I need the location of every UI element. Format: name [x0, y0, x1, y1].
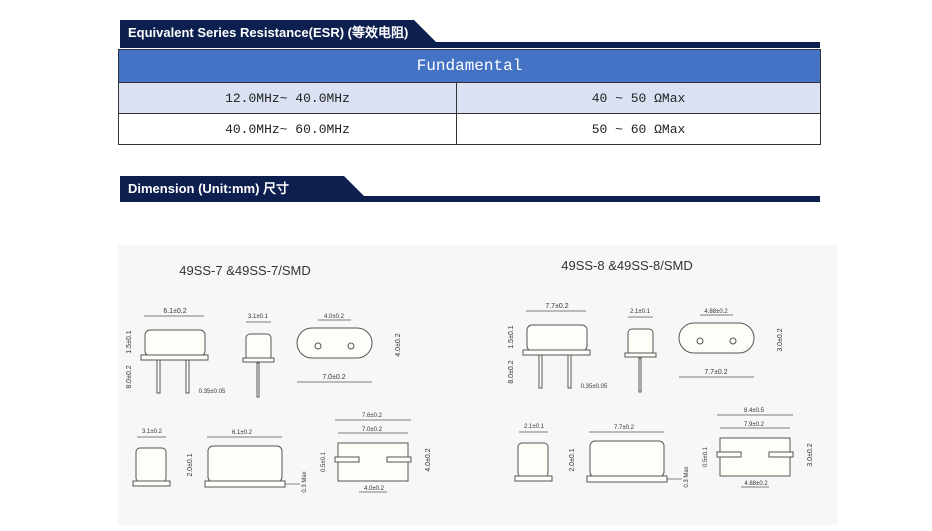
dimension-label: 0.3 Max: [684, 466, 690, 487]
dimension-label: 7.0±0.2: [362, 427, 383, 433]
dimension-label: 1.5±0.1: [508, 325, 515, 348]
lead-hole: [696, 337, 704, 345]
dimension-label: 0.35±0.05: [581, 384, 608, 390]
dimension-label: 2.0±0.1: [187, 453, 194, 476]
dimension-label: 0.5±0.1: [703, 446, 709, 467]
smd-side-body: [589, 440, 665, 478]
table-row: 40.0MHz~ 60.0MHz 50 ~ 60 ΩMax: [118, 113, 821, 145]
crystal-body: [144, 329, 206, 357]
dimension-label: 4.0±0.2: [395, 333, 402, 356]
dimension-label: 7.6±0.2: [362, 413, 383, 419]
dimension-label: 4.88±0.2: [704, 309, 728, 315]
dimension-label: 4.0±0.2: [364, 486, 385, 492]
lead-hole: [729, 337, 737, 345]
dimension-label: 3.1±0.2: [142, 429, 163, 435]
dimension-label: 4.0±0.2: [425, 448, 432, 471]
smd-pad: [768, 451, 794, 458]
dimension-label: 7.7±0.2: [545, 303, 568, 310]
esr-value-cell: 50 ~ 60 ΩMax: [456, 113, 821, 145]
table-row: 12.0MHz~ 40.0MHz 40 ~ 50 ΩMax: [118, 82, 821, 114]
dimension-label: 6.1±0.2: [232, 430, 253, 436]
frequency-range-cell: 12.0MHz~ 40.0MHz: [118, 82, 457, 114]
esr-table-header: Fundamental: [118, 49, 821, 83]
dimension-label: 7.7±0.2: [704, 369, 727, 376]
crystal-lead: [538, 354, 543, 389]
drawing-title: 49SS-7 &49SS-7/SMD: [179, 263, 311, 278]
crystal-lead: [185, 359, 190, 394]
crystal-end-lead: [256, 362, 260, 398]
drawing-title: 49SS-8 &49SS-8/SMD: [561, 258, 693, 273]
crystal-end-body: [245, 333, 272, 361]
dimension-label: 2.1±0.1: [630, 309, 651, 315]
lead-hole: [314, 342, 322, 350]
dimension-label: 8.0±0.2: [508, 360, 515, 383]
dimension-section-bar: [120, 196, 820, 202]
dimension-label: 0.35±0.05: [199, 389, 226, 395]
smd-end-base: [132, 480, 171, 487]
dimension-label: 2.1±0.1: [524, 424, 545, 430]
crystal-top-outline: [678, 322, 755, 354]
dimension-label: 3.0±0.2: [807, 443, 814, 466]
esr-section-bar: [120, 42, 820, 48]
crystal-end-base: [242, 357, 275, 363]
smd-end-body: [135, 447, 167, 483]
esr-table: Fundamental 12.0MHz~ 40.0MHz 40 ~ 50 ΩMa…: [118, 49, 821, 145]
crystal-end-body: [627, 328, 654, 356]
smd-end-base: [514, 475, 553, 482]
dimension-label: 8.0±0.2: [126, 365, 133, 388]
esr-value-cell: 40 ~ 50 ΩMax: [456, 82, 821, 114]
dimension-label: 3.0±0.2: [777, 328, 784, 351]
smd-pad: [334, 456, 360, 463]
crystal-base: [140, 354, 209, 361]
dimension-label: 8.4±0.5: [744, 408, 765, 414]
dimension-label: 3.1±0.1: [248, 314, 269, 320]
dimension-label: 0.3 Max: [302, 471, 308, 492]
smd-side-body: [207, 445, 283, 483]
dimension-label: 2.0±0.1: [569, 448, 576, 471]
dimension-label: 4.0±0.2: [324, 314, 345, 320]
crystal-base: [522, 349, 591, 356]
dimension-label: 6.1±0.2: [163, 308, 186, 315]
dimension-label: 1.5±0.1: [126, 330, 133, 353]
dimension-label: 7.0±0.2: [322, 374, 345, 381]
crystal-lead: [156, 359, 161, 394]
drawing-panel-49ss-8: 49SS-8 &49SS-8/SMD 7.7±0.2 1.5±0.1 8.0±0.2 0…: [508, 258, 814, 488]
crystal-end-lead: [638, 357, 642, 393]
smd-end-body: [517, 442, 549, 478]
frequency-range-cell: 40.0MHz~ 60.0MHz: [118, 113, 457, 145]
smd-side-base: [204, 480, 286, 488]
crystal-lead: [567, 354, 572, 389]
dimension-label: 4.88±0.2: [744, 481, 768, 487]
dimension-label: 7.9±0.2: [744, 422, 765, 428]
dimension-label: 0.5±0.1: [321, 451, 327, 472]
crystal-top-outline: [296, 327, 373, 359]
smd-side-base: [586, 475, 668, 483]
dimension-label: 7.7±0.2: [614, 425, 635, 431]
lead-hole: [347, 342, 355, 350]
esr-section-title: Equivalent Series Resistance(ESR) (等效电阻): [120, 20, 440, 46]
smd-pad: [386, 456, 412, 463]
drawing-panel-49ss-7: 49SS-7 &49SS-7/SMD 6.1±0.2 1.5±0.1 8.0±0.2 0…: [126, 263, 432, 493]
smd-pad: [716, 451, 742, 458]
crystal-end-base: [624, 352, 657, 358]
crystal-body: [526, 324, 588, 352]
